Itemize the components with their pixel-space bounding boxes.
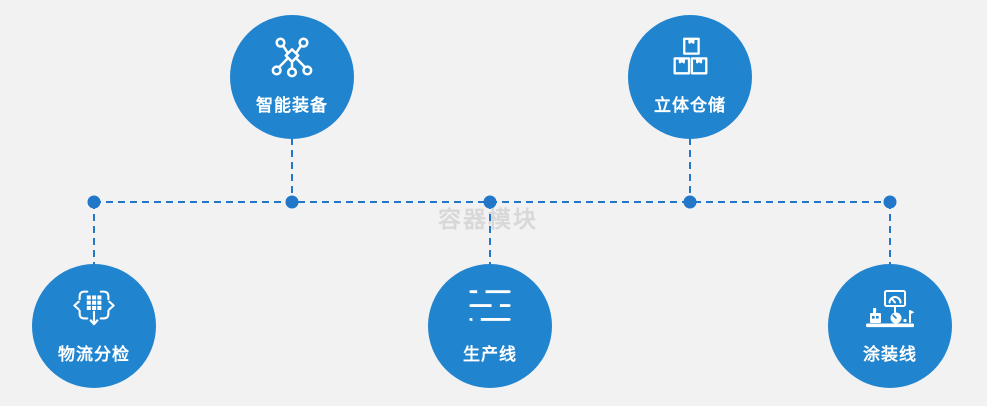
node-logistics-sorting: 物流分检 [32,264,156,388]
node-label: 物流分检 [58,345,130,365]
node-label: 智能装备 [256,96,328,116]
control-machine-icon [862,287,918,331]
node-stereo-warehouse: 立体仓储 [628,15,752,139]
junction-dot [87,195,101,209]
junction-dot [883,195,897,209]
network-nodes-icon [269,34,315,80]
junction-dot [285,195,299,209]
sorting-arrows-icon [71,283,117,329]
node-label: 生产线 [463,345,517,365]
junction-dot [683,195,697,209]
node-painting-line: 涂装线 [828,264,952,388]
node-production-line: 生产线 [428,264,552,388]
junction-dot [483,195,497,209]
node-label: 立体仓储 [654,96,726,116]
node-smart-equipment: 智能装备 [230,15,354,139]
sliders-icon [467,283,513,329]
watermark-text: 容器模块 [438,207,538,233]
stacked-boxes-icon [667,34,713,80]
node-label: 涂装线 [863,345,917,365]
